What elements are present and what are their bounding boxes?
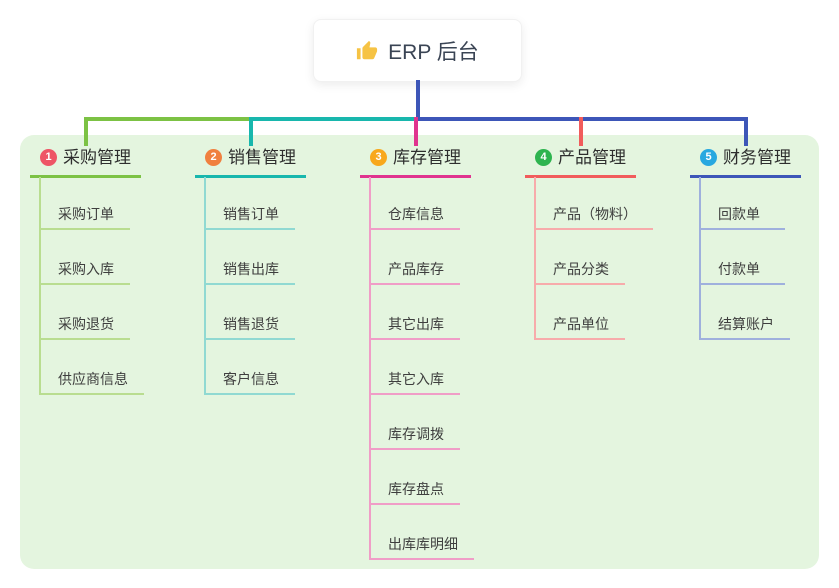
node-label: 付款单 xyxy=(718,261,760,277)
branch-title-node[interactable]: 2 销售管理 xyxy=(195,146,306,178)
branch-title-node[interactable]: 5 财务管理 xyxy=(690,146,801,178)
node-label: 产品（物料） xyxy=(553,206,637,222)
mindmap-node[interactable]: 仓库信息 xyxy=(369,204,460,230)
mindmap-node[interactable]: 结算账户 xyxy=(699,314,790,340)
mindmap-node[interactable]: 库存盘点 xyxy=(369,479,460,505)
branch-label: 库存管理 xyxy=(393,148,461,167)
connector-children-line xyxy=(699,177,701,340)
mindmap-node[interactable]: 采购订单 xyxy=(39,204,130,230)
branch-label: 销售管理 xyxy=(228,148,296,167)
mindmap-node[interactable]: 采购入库 xyxy=(39,259,130,285)
branch-title-node[interactable]: 3 库存管理 xyxy=(360,146,471,178)
mindmap-node[interactable]: 其它出库 xyxy=(369,314,460,340)
branch-title-node[interactable]: 4 产品管理 xyxy=(525,146,636,178)
node-label: 销售退货 xyxy=(223,316,279,332)
node-label: 其它入库 xyxy=(388,371,444,387)
connector-branch-drop xyxy=(579,117,583,146)
mindmap-node[interactable]: 产品分类 xyxy=(534,259,625,285)
node-label: 客户信息 xyxy=(223,371,279,387)
mindmap-node[interactable]: 付款单 xyxy=(699,259,785,285)
mindmap-node[interactable]: 其它入库 xyxy=(369,369,460,395)
mindmap-node[interactable]: 销售退货 xyxy=(204,314,295,340)
connector-branch-drop xyxy=(414,117,418,146)
connector-root-stem xyxy=(416,80,420,117)
mindmap-node[interactable]: 产品（物料） xyxy=(534,204,653,230)
node-label: 库存盘点 xyxy=(388,481,444,497)
node-label: 出库库明细 xyxy=(388,536,458,552)
mindmap-node[interactable]: 供应商信息 xyxy=(39,369,144,395)
branch-title-node[interactable]: 1 采购管理 xyxy=(30,146,141,178)
connector-bus-segment xyxy=(251,117,416,121)
branch-number-badge: 1 xyxy=(40,149,57,166)
node-label: 产品库存 xyxy=(388,261,444,277)
connector-branch-drop xyxy=(249,117,253,146)
root-node[interactable]: ERP 后台 xyxy=(313,19,522,82)
branch-label: 财务管理 xyxy=(723,148,791,167)
connector-branch-drop xyxy=(84,117,88,146)
node-label: 产品单位 xyxy=(553,316,609,332)
mindmap-node[interactable]: 产品单位 xyxy=(534,314,625,340)
mindmap-node[interactable]: 回款单 xyxy=(699,204,785,230)
connector-children-line xyxy=(534,177,536,340)
branch-5: 5 财务管理回款单付款单结算账户 xyxy=(690,146,839,340)
connector-branch-drop xyxy=(744,117,748,146)
branch-1: 1 采购管理采购订单采购入库采购退货供应商信息 xyxy=(30,146,180,395)
root-title: ERP 后台 xyxy=(388,40,479,64)
mindmap-node[interactable]: 采购退货 xyxy=(39,314,130,340)
node-label: 产品分类 xyxy=(553,261,609,277)
node-label: 采购订单 xyxy=(58,206,114,222)
branch-4: 4 产品管理产品（物料） 产品分类产品单位 xyxy=(525,146,675,340)
node-label: 销售订单 xyxy=(223,206,279,222)
connector-children-line xyxy=(39,177,41,395)
mindmap-node[interactable]: 产品库存 xyxy=(369,259,460,285)
branch-label: 产品管理 xyxy=(558,148,626,167)
branch-number-badge: 3 xyxy=(370,149,387,166)
node-label: 仓库信息 xyxy=(388,206,444,222)
connector-bus-segment xyxy=(84,117,251,121)
connector-children-line xyxy=(369,177,371,560)
branch-number-badge: 2 xyxy=(205,149,222,166)
node-label: 供应商信息 xyxy=(58,371,128,387)
node-label: 库存调拨 xyxy=(388,426,444,442)
node-label: 采购入库 xyxy=(58,261,114,277)
node-label: 回款单 xyxy=(718,206,760,222)
node-label: 销售出库 xyxy=(223,261,279,277)
mindmap-node[interactable]: 销售订单 xyxy=(204,204,295,230)
branch-2: 2 销售管理销售订单销售出库销售退货客户信息 xyxy=(195,146,345,395)
connector-children-line xyxy=(204,177,206,395)
branch-3: 3 库存管理仓库信息产品库存其它出库其它入库库存调拨库存盘点出库库明细 xyxy=(360,146,510,560)
mindmap-node[interactable]: 库存调拨 xyxy=(369,424,460,450)
background-panel xyxy=(20,135,819,569)
mindmap-node[interactable]: 销售出库 xyxy=(204,259,295,285)
branch-number-badge: 5 xyxy=(700,149,717,166)
node-label: 采购退货 xyxy=(58,316,114,332)
branch-number-badge: 4 xyxy=(535,149,552,166)
node-label: 结算账户 xyxy=(718,316,774,332)
thumbs-up-icon xyxy=(356,40,378,62)
mindmap-node[interactable]: 客户信息 xyxy=(204,369,295,395)
node-label: 其它出库 xyxy=(388,316,444,332)
mindmap-node[interactable]: 出库库明细 xyxy=(369,534,474,560)
branch-label: 采购管理 xyxy=(63,148,131,167)
